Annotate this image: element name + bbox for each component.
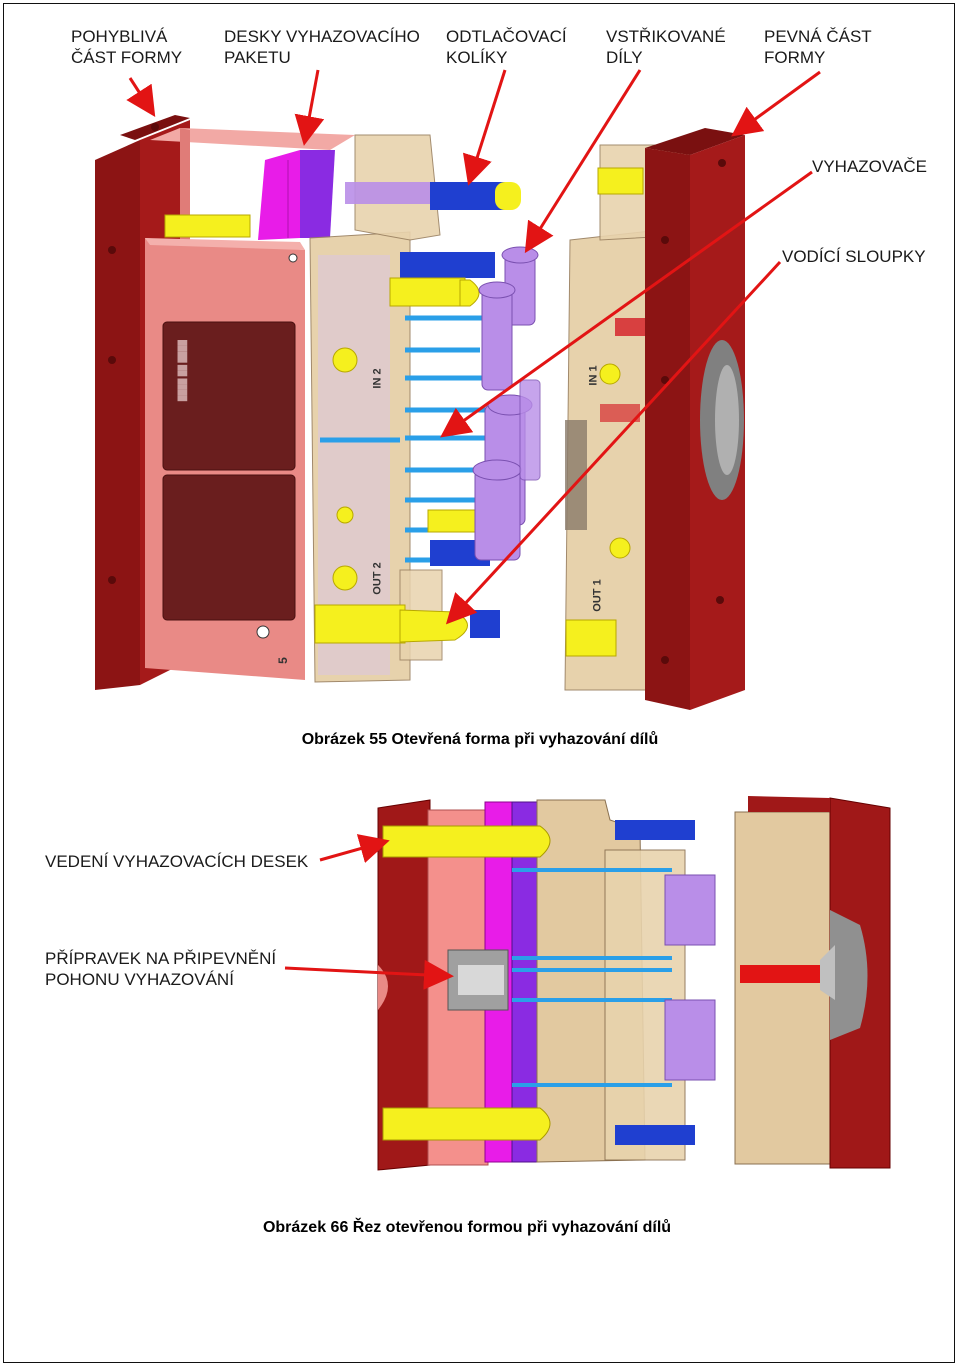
section-sprue-pins: [615, 820, 695, 1145]
section-molded-parts: [664, 874, 716, 1081]
figure-66-arrows: [284, 834, 454, 990]
section-drive-fixture: [447, 949, 509, 1011]
label-ejector-plates: DESKY VYHAZOVACÍHO PAKETU: [224, 27, 420, 67]
label-molded-parts: VSTŘIKOVANÉ DÍLY: [606, 27, 726, 67]
label-sprue-pins: ODTLAČOVACÍ KOLÍKY: [446, 27, 567, 67]
fixed-clamp-plate: [645, 128, 745, 710]
figure-55-arrows: [126, 69, 821, 625]
label-ejectors: VYHAZOVAČE: [812, 157, 927, 176]
section-fixed-cavity: [734, 811, 831, 1165]
label-fixed-half: PEVNÁ ČÁST FORMY: [764, 27, 872, 67]
section-moving-clamp: [377, 799, 431, 1171]
guide-pillars-moving: [314, 277, 480, 644]
guide-pillar-top-left: [164, 214, 251, 238]
caption-figure-66: Obrázek 66 Řez otevřenou formou při vyha…: [262, 1219, 672, 1236]
page-border: [3, 3, 955, 1363]
caption-figure-55: Obrázek 55 Otevřená forma při vyhazování…: [301, 731, 659, 748]
ejector-plates: [258, 150, 335, 240]
section-ejector-guides: [382, 825, 551, 1141]
label-guide-pillars: VODÍCÍ SLOUPKY: [782, 247, 926, 266]
section-fixed-clamp: [740, 796, 891, 1169]
section-ejector-pins: [512, 868, 672, 1087]
label-ejector-guide: VEDENÍ VYHAZOVACÍCH DESEK: [45, 852, 309, 871]
molded-parts: [472, 246, 541, 561]
label-moving-half: POHYBLIVÁ ČÁST FORMY: [71, 27, 183, 67]
svg-text:████ ██ ████: ████ ██ ████: [177, 340, 188, 401]
section-ejector-plate: [511, 801, 538, 1163]
label-drive-fixture: PŘÍPRAVEK NA PŘIPEVNĚNÍ POHONU VYHAZOVÁN…: [45, 949, 277, 989]
